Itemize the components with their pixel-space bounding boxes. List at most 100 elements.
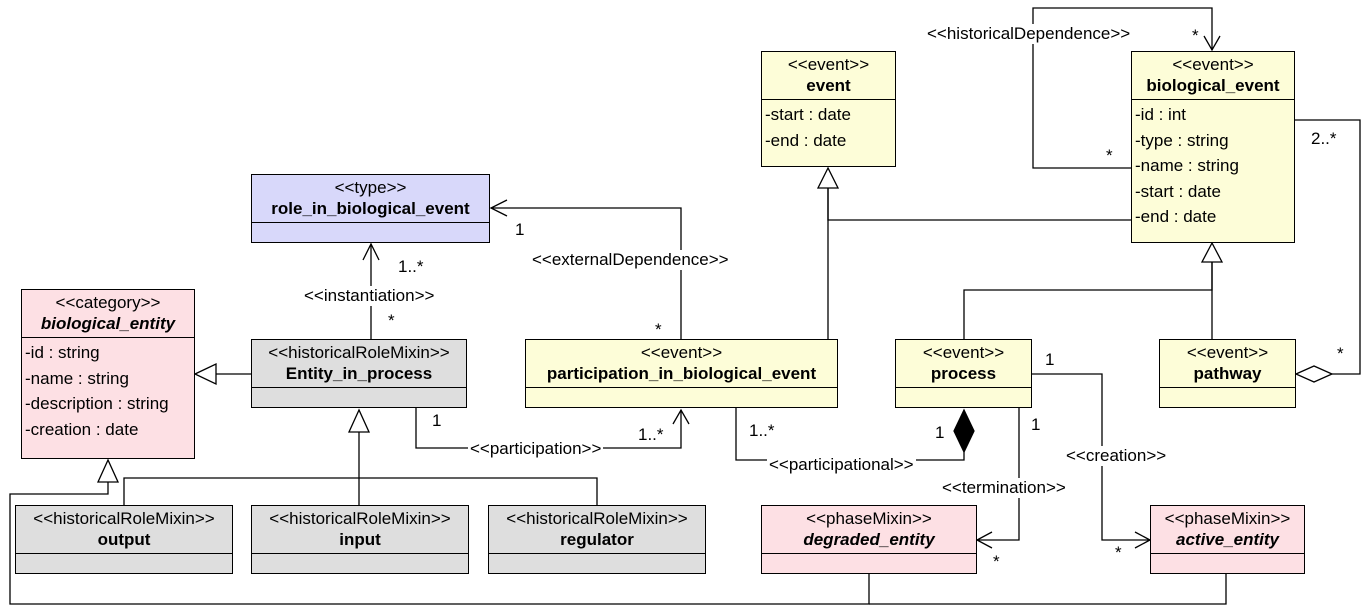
class-degraded-entity[interactable]: <<phaseMixin>> degraded_entity bbox=[761, 505, 977, 574]
class-header: <<event>> process bbox=[896, 340, 1031, 388]
class-header: <<event>> pathway bbox=[1160, 340, 1295, 388]
generalization-arrow-biological-entity bbox=[193, 362, 217, 386]
class-biological-event[interactable]: <<event>> biological_event -id : int -ty… bbox=[1131, 51, 1295, 243]
class-entity-in-process[interactable]: <<historicalRoleMixin>> Entity_in_proces… bbox=[251, 339, 467, 408]
stereotype: <<historicalRoleMixin>> bbox=[506, 509, 688, 528]
stereotype: <<event>> bbox=[640, 343, 723, 362]
class-name: degraded_entity bbox=[803, 530, 935, 549]
multiplicity-label: * bbox=[1106, 146, 1113, 165]
class-header: <<event>> biological_event bbox=[1132, 52, 1294, 100]
historical-dependence-line bbox=[1032, 7, 1213, 169]
class-event[interactable]: <<event>> event -start : date -end : dat… bbox=[761, 51, 896, 167]
multiplicity-label: * bbox=[1192, 26, 1199, 45]
multiplicity-label: 1 bbox=[1045, 350, 1055, 369]
attribute: -name : string bbox=[1135, 156, 1239, 175]
multiplicity-label: * bbox=[655, 320, 662, 339]
class-name: event bbox=[806, 76, 851, 95]
class-header: <<historicalRoleMixin>> output bbox=[16, 506, 232, 554]
class-name: participation_in_biological_event bbox=[546, 364, 817, 383]
attribute-list: -id : int -type : string -name : string … bbox=[1132, 100, 1294, 233]
generalization-active-entity bbox=[869, 574, 1227, 605]
class-regulator[interactable]: <<historicalRoleMixin>> regulator bbox=[488, 505, 706, 574]
participation-label: <<participation>> bbox=[468, 439, 604, 459]
generalization-process bbox=[963, 262, 1213, 340]
attribute: -id : string bbox=[25, 343, 100, 362]
class-header: <<type>> role_in_biological_event bbox=[252, 175, 489, 223]
generalization-arrow-biological-entity-2 bbox=[96, 458, 120, 483]
class-header: <<historicalRoleMixin>> input bbox=[252, 506, 468, 554]
stereotype: <<phaseMixin>> bbox=[1164, 509, 1291, 528]
class-header: <<historicalRoleMixin>> regulator bbox=[489, 506, 705, 554]
multiplicity-label: * bbox=[993, 552, 1000, 571]
generalization-arrow-biological-event bbox=[1200, 241, 1224, 263]
stereotype: <<event>> bbox=[787, 55, 870, 74]
class-participation-in-biological-event[interactable]: <<event>> participation_in_biological_ev… bbox=[525, 339, 838, 408]
class-name: Entity_in_process bbox=[285, 364, 433, 383]
generalization-output-regulator bbox=[123, 477, 598, 506]
attribute: -start : date bbox=[1135, 181, 1221, 201]
termination-line bbox=[977, 408, 1020, 541]
external-dependence-line bbox=[491, 207, 682, 340]
aggregation-diamond bbox=[1294, 365, 1334, 383]
multiplicity-label: 1 bbox=[1031, 415, 1041, 434]
external-dependence-arrowhead bbox=[489, 199, 508, 217]
stereotype: <<event>> bbox=[1186, 343, 1269, 362]
stereotype: <<historicalRoleMixin>> bbox=[33, 509, 215, 528]
stereotype: <<historicalRoleMixin>> bbox=[269, 509, 451, 528]
class-header: <<phaseMixin>> active_entity bbox=[1151, 506, 1304, 554]
generalization-arrow-event bbox=[816, 166, 840, 189]
attribute: -creation : date bbox=[25, 419, 139, 439]
generalization-arrow-entity-in-process bbox=[347, 408, 371, 433]
instantiation-label: <<instantiation>> bbox=[302, 286, 437, 306]
class-name: pathway bbox=[1193, 364, 1262, 383]
class-input[interactable]: <<historicalRoleMixin>> input bbox=[251, 505, 469, 574]
stereotype: <<category>> bbox=[55, 293, 161, 312]
creation-label: <<creation>> bbox=[1064, 446, 1169, 466]
attribute: -type : string bbox=[1135, 130, 1229, 150]
external-dependence-label: <<externalDependence>> bbox=[530, 250, 731, 270]
multiplicity-label: 2..* bbox=[1311, 129, 1337, 148]
stereotype: <<event>> bbox=[1172, 55, 1254, 74]
class-header: <<category>> biological_entity bbox=[22, 290, 194, 338]
class-name: biological_event bbox=[1146, 76, 1280, 95]
attribute: -id : int bbox=[1135, 105, 1187, 124]
participation-arrowhead bbox=[672, 408, 690, 425]
class-header: <<phaseMixin>> degraded_entity bbox=[762, 506, 976, 554]
multiplicity-label: 1..* bbox=[638, 425, 664, 444]
participational-label: <<participational>> bbox=[767, 455, 916, 475]
class-pathway[interactable]: <<event>> pathway bbox=[1159, 339, 1296, 408]
generalization-phases bbox=[9, 482, 870, 605]
class-role-in-biological-event[interactable]: <<type>> role_in_biological_event bbox=[251, 174, 490, 243]
stereotype: <<event>> bbox=[922, 343, 1005, 362]
attribute: -name : string bbox=[25, 368, 129, 388]
class-process[interactable]: <<event>> process bbox=[895, 339, 1032, 408]
class-name: process bbox=[930, 364, 997, 383]
attribute: -description : string bbox=[25, 394, 169, 413]
multiplicity-label: * bbox=[1337, 344, 1344, 363]
multiplicity-label: 1..* bbox=[749, 421, 775, 440]
class-biological-entity[interactable]: <<category>> biological_entity -id : str… bbox=[21, 289, 195, 459]
class-header: <<event>> event bbox=[762, 52, 895, 100]
termination-label: <<termination>> bbox=[940, 478, 1068, 498]
aggregation-line bbox=[1294, 119, 1361, 375]
attribute: -start : date bbox=[765, 105, 851, 124]
historical-dependence-arrowhead bbox=[1203, 35, 1221, 52]
termination-arrowhead bbox=[975, 531, 993, 549]
instantiation-arrowhead bbox=[362, 242, 380, 261]
generalization-biological-event bbox=[827, 188, 1132, 221]
multiplicity-label: 1 bbox=[515, 220, 525, 239]
multiplicity-label: 1..* bbox=[398, 257, 424, 276]
class-header: <<historicalRoleMixin>> Entity_in_proces… bbox=[252, 340, 466, 388]
stereotype: <<historicalRoleMixin>> bbox=[268, 343, 450, 362]
class-active-entity[interactable]: <<phaseMixin>> active_entity bbox=[1150, 505, 1305, 574]
multiplicity-label: 1 bbox=[935, 423, 945, 442]
class-name: active_entity bbox=[1176, 530, 1279, 549]
multiplicity-label: 1 bbox=[432, 411, 442, 430]
multiplicity-label: * bbox=[1115, 543, 1122, 562]
stereotype: <<type>> bbox=[334, 178, 407, 197]
class-output[interactable]: <<historicalRoleMixin>> output bbox=[15, 505, 233, 574]
class-name: input bbox=[339, 530, 381, 549]
attribute-list: -start : date -end : date bbox=[762, 100, 895, 156]
class-name: role_in_biological_event bbox=[271, 199, 470, 218]
historical-dependence-label: <<historicalDependence>> bbox=[925, 24, 1133, 44]
